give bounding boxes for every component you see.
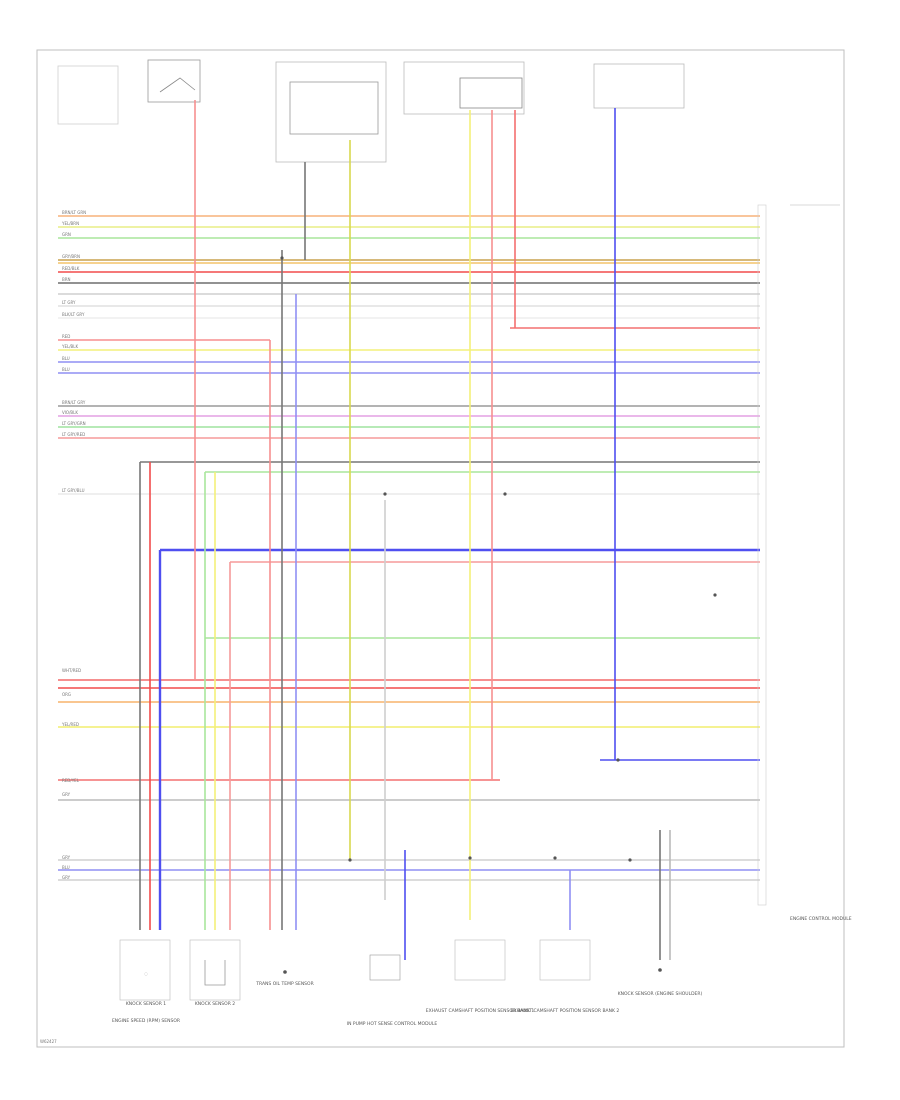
splice-icon (616, 758, 620, 762)
sensor-box (189, 939, 241, 1001)
wire-label: LT GRY/GRN (62, 421, 86, 426)
sensor-box (539, 939, 591, 981)
wire-label: GRN (62, 232, 71, 237)
component-label: KNOCK SENSOR 1 (126, 1001, 166, 1007)
component-label: KNOCK SENSOR (ENGINE SHOULDER) (618, 991, 703, 997)
wire-label: LT GRY/RED (62, 432, 85, 437)
diagram-frame (36, 49, 845, 1048)
splice-icon (348, 858, 352, 862)
wire-label: WHT/RED (62, 668, 81, 673)
component-label: IN PUMP HOT SENSE CONTROL MODULE (347, 1021, 438, 1027)
wire-label: YEL/BLK (61, 344, 79, 349)
wire-label: RED/YEL (62, 778, 80, 783)
wire-label: BRN/LT GRN (62, 210, 86, 215)
ecm-connector: ENGINE CONTROL MODULE (757, 204, 852, 922)
component-label: EXHAUST CAMSHAFT POSITION SENSOR BANK 2 (511, 1008, 620, 1014)
sensor-box (119, 939, 171, 1001)
component-box (403, 61, 525, 115)
sensor-symbol (283, 970, 287, 974)
component-box (57, 65, 119, 125)
wire-label: GRY (62, 855, 71, 860)
wire-verticals (139, 100, 671, 960)
splice-icon (713, 593, 717, 597)
connector-icon (757, 204, 767, 906)
splice-icon (553, 856, 557, 860)
component-label: TRANS OIL TEMP SENSOR (255, 981, 313, 987)
component-label: KNOCK SENSOR 2 (195, 1001, 235, 1007)
splice-icon (503, 492, 507, 496)
left-wire-labels: BRN/LT GRN YEL/BRN GRN GRY/BRN RED/BLK B… (61, 210, 86, 880)
component-label: EXHAUST CAMSHAFT POSITION SENSOR BANK 1 (426, 1008, 535, 1014)
wire-label: RED (62, 334, 70, 339)
wire-label: BLU (62, 865, 70, 870)
wire-label: BLK/LT GRY (62, 312, 85, 317)
component-box (459, 77, 523, 109)
relay-switch (159, 77, 196, 93)
component-label: ENGINE CONTROL MODULE (790, 916, 852, 922)
wire-label: LT GRY (62, 300, 76, 305)
splice-points (280, 256, 717, 862)
wire-label: GRY (62, 792, 71, 797)
wire-label: YEL/BRN (61, 221, 79, 226)
splice-icon (628, 858, 632, 862)
top-components (57, 59, 685, 163)
component-box (275, 61, 387, 163)
component-box (289, 81, 379, 135)
wire-label: BLU (62, 356, 70, 361)
component-box (147, 59, 201, 103)
component-label: ENGINE SPEED (RPM) SENSOR (112, 1018, 180, 1024)
wire-label: VIO/BLK (62, 410, 78, 415)
sensor-box (454, 939, 506, 981)
wire-label: YEL/RED (61, 722, 79, 727)
sensor-symbol: ◌ (144, 971, 148, 976)
bottom-sensors: ◌ ENGINE SPEED (RPM) SENSOR TRANS OIL TE… (112, 939, 703, 1027)
wire-label: ORG (62, 692, 71, 697)
wire-bus (58, 215, 760, 881)
wire-label: GRY (62, 875, 71, 880)
wire-label: LT GRY/BLU (62, 488, 85, 493)
wire-label: BRN (62, 277, 71, 282)
splice-icon (383, 492, 387, 496)
sensor-box (369, 954, 401, 981)
component-box (593, 63, 685, 109)
wire-label: BLU (62, 367, 70, 372)
splice-icon (468, 856, 472, 860)
figure-code: W62427 (40, 1039, 57, 1044)
splice-icon (280, 256, 284, 260)
wire-label: GRY/BRN (62, 254, 80, 259)
sensor-symbol (204, 960, 226, 986)
wire-label: RED/BLK (62, 266, 80, 271)
sensor-symbol (658, 968, 662, 972)
wire-label: BRN/LT GRY (62, 400, 86, 405)
